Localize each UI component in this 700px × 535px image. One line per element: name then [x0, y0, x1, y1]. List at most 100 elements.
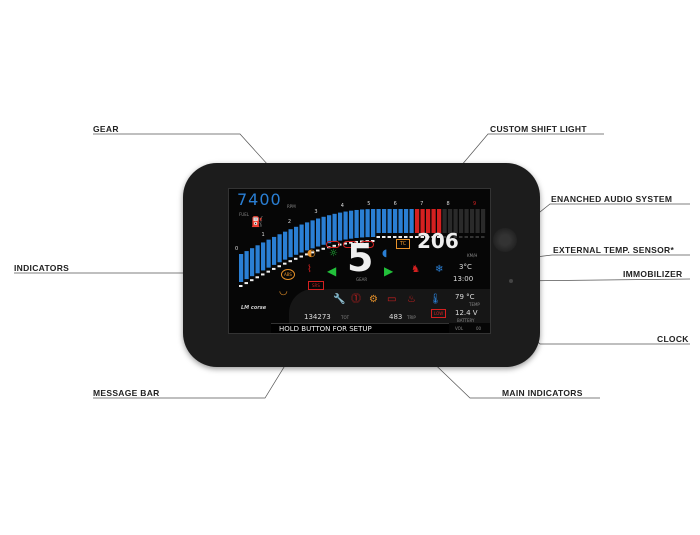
rpm-bar [415, 209, 420, 233]
rpm-bar-underline [305, 253, 309, 256]
rpm-bar-underline [244, 282, 248, 285]
rpm-bar [481, 209, 486, 233]
high-beam-icon: ◖ [382, 248, 388, 259]
message-bar: HOLD BUTTON FOR SETUP [271, 323, 449, 333]
rpm-bar [453, 209, 458, 233]
rpm-bar [250, 248, 255, 277]
rpm-value: 7400 [237, 190, 282, 209]
callout-gear: GEAR [93, 124, 119, 134]
abs-indicator: ABS [281, 269, 295, 280]
immobilizer-led [509, 279, 513, 283]
callout-message-bar: MESSAGE BAR [93, 388, 160, 398]
engine-check-icon: ⚙ [369, 294, 378, 305]
callout-indicators: INDICATORS [14, 263, 70, 273]
rpm-bar-underline [398, 236, 402, 238]
external-temp: 3°C [459, 263, 472, 271]
brake-warning-icon: ⓵ [351, 294, 361, 305]
rpm-bar-underline [272, 267, 276, 270]
odometer: 134273 [304, 313, 331, 321]
odometer-label: TOT [341, 315, 350, 320]
rpm-bar [404, 209, 409, 233]
rpm-bar [382, 209, 387, 233]
fuel-label: FUEL [239, 212, 249, 217]
position-light-icon: ☼ [329, 248, 338, 259]
rpm-bar-underline [349, 241, 353, 244]
rpm-bar-underline [453, 236, 457, 238]
rpm-bar [294, 226, 299, 255]
seatbelt-icon: ♞ [411, 264, 420, 275]
gear-value: 5 [347, 236, 374, 280]
rpm-bar [371, 209, 376, 238]
rpm-bar-underline [420, 236, 424, 238]
callout-shift-light: CUSTOM SHIFT LIGHT [490, 124, 587, 134]
fog-light-icon: ◐ [307, 248, 316, 259]
rpm-bar [387, 209, 392, 233]
rpm-bar [470, 209, 475, 233]
rpm-bar [261, 242, 266, 271]
rpm-bar-underline [409, 236, 413, 238]
callout-immobilizer: IMMOBILIZER [623, 269, 683, 279]
rpm-bar [349, 210, 354, 239]
rpm-bar-underline [393, 236, 397, 238]
trip-value: 483 [389, 313, 403, 321]
lm-corse-logo: LM corse [241, 305, 267, 311]
rpm-bar-underline [464, 236, 468, 238]
rpm-scale-label: 9 [473, 201, 477, 207]
rpm-bar-underline [310, 251, 314, 254]
low-fuel-indicator: LOW [431, 309, 447, 318]
rpm-bar-underline [481, 236, 485, 238]
callout-temp-sensor: EXTERNAL TEMP. SENSOR* [553, 245, 675, 255]
tire-pressure-icon: ◡ [279, 286, 288, 297]
rpm-bar-underline [299, 255, 303, 258]
rpm-bar-underline [415, 236, 419, 238]
rpm-bar [321, 216, 326, 245]
rpm-bar [393, 209, 398, 233]
rpm-bar [239, 254, 244, 282]
rpm-bar-underline [277, 265, 281, 268]
rpm-bar [305, 222, 310, 251]
rpm-bar [448, 209, 453, 233]
rpm-bar-underline [442, 236, 446, 238]
rpm-bar-underline [255, 276, 259, 279]
rpm-scale-label: 8 [446, 201, 450, 207]
rpm-bar [360, 209, 365, 238]
clock: 13:00 [453, 275, 474, 283]
rpm-bar [283, 231, 288, 260]
oil-pressure-icon: ♨ [407, 294, 416, 305]
water-temp: 79 °C [455, 293, 475, 301]
wrench-icon: 🔧 [333, 294, 346, 305]
rpm-bar [310, 220, 315, 249]
rpm-bar-underline [448, 236, 452, 238]
volume-label: VOL [455, 326, 464, 331]
rpm-bar-underline [316, 249, 320, 252]
rpm-bar [288, 229, 293, 258]
turn-left-icon: ◀ [327, 264, 337, 278]
rpm-bar-underline [294, 257, 298, 260]
rpm-unit: RPM [287, 204, 296, 209]
rpm-bar [376, 209, 381, 233]
rpm-bar-underline [431, 236, 435, 238]
trip-label: TRIP [407, 315, 416, 320]
rpm-bar-underline [250, 279, 254, 282]
rpm-bar [266, 239, 271, 268]
rpm-bar [420, 209, 425, 233]
rpm-bar [459, 209, 464, 233]
rpm-bar [255, 245, 260, 274]
battery-voltage: 12.4 V [455, 309, 478, 317]
rpm-bar-underline [426, 236, 430, 238]
rpm-bar [343, 211, 348, 240]
rpm-bar-underline [459, 236, 463, 238]
rpm-bar [354, 209, 359, 238]
rpm-bar-underline [261, 273, 265, 276]
rpm-bar-underline [288, 260, 292, 263]
rpm-scale-label: 1 [261, 231, 265, 238]
rpm-bar-underline [437, 236, 441, 238]
srs-indicator: SRS [308, 281, 324, 290]
rpm-bar [431, 209, 436, 233]
rpm-bar [277, 234, 282, 263]
callout-clock: CLOCK [657, 334, 689, 344]
rpm-scale-label: 7 [420, 201, 424, 207]
rpm-bar [299, 224, 304, 253]
rpm-bar [442, 209, 447, 233]
